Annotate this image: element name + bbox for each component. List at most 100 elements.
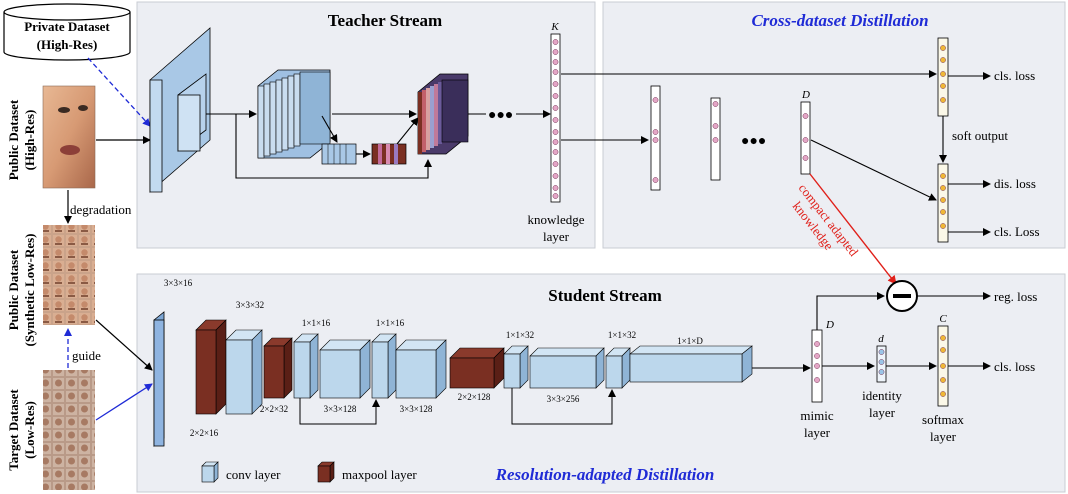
l-1x1xD: 1×1×D (677, 336, 703, 346)
l-2x2x128: 2×2×128 (458, 392, 491, 402)
cls-loss-top: cls. loss (994, 68, 1035, 83)
private-dataset-res: (High-Res) (37, 37, 98, 52)
legend-maxpool (317, 461, 335, 483)
student-conv-6 (395, 339, 447, 399)
softmax-node (940, 97, 946, 103)
student-conv-2 (225, 329, 263, 415)
knowledge-node (552, 139, 559, 145)
l-3x3x128-b: 3×3×128 (400, 404, 433, 414)
knowledge-node (552, 117, 559, 123)
student-conv-1 (153, 311, 165, 447)
l-3x3x256: 3×3×256 (547, 394, 580, 404)
l-1x1x32-a: 1×1×32 (506, 330, 534, 340)
target-to-student-arrow (95, 383, 153, 421)
softmax-label-2: layer (930, 429, 957, 444)
svg-text:Public Dataset: Public Dataset (6, 249, 21, 330)
resolution-title: Resolution-adapted Distillation (495, 465, 715, 484)
reg-loss: reg. loss (994, 289, 1037, 304)
softmax-node (940, 83, 946, 89)
knowledge-layer-nodes (552, 39, 559, 199)
student-pool-2 (263, 337, 293, 399)
mimic-node (814, 377, 820, 383)
l-3x3x32: 3×3×32 (236, 300, 264, 310)
cross-node (652, 137, 659, 143)
knowledge-layer-label1: knowledge (527, 212, 584, 227)
l-2x2x16: 2×2×16 (190, 428, 219, 438)
knowledge-node (552, 161, 559, 167)
l-1x1x16-b: 1×1×16 (376, 318, 405, 328)
student-conv-8 (529, 347, 605, 389)
student-conv-7 (503, 345, 529, 389)
student-conv-3 (293, 333, 319, 399)
cross-node (652, 97, 659, 103)
knowledge-node (552, 69, 559, 75)
private-dataset-label: Private Dataset (24, 19, 110, 34)
cls-loss-student: cls. loss (994, 359, 1035, 374)
guide-label: guide (72, 348, 101, 363)
minus-operator (886, 280, 918, 312)
svg-text:(High-Res): (High-Res) (22, 110, 37, 171)
legend-conv (201, 461, 219, 483)
softmax-node (940, 57, 946, 63)
cross-node (802, 137, 809, 143)
d-to-softmax-arrow (810, 139, 937, 201)
softmax-node (940, 223, 946, 229)
softmax-student-node (940, 377, 946, 383)
public-hr-label: Public Dataset (High-Res) (6, 99, 37, 180)
teacher-panel (136, 1, 596, 249)
target-label: Target Dataset (Low-Res) (6, 389, 37, 471)
mimic-node (814, 341, 820, 347)
student-layer-nodes (814, 335, 946, 397)
l-1x1x16-a: 1×1×16 (302, 318, 331, 328)
teacher-colored-small (371, 143, 407, 165)
svg-text:(Synthetic Low-Res): (Synthetic Low-Res) (22, 233, 37, 346)
cross-node (712, 101, 719, 107)
identity-node (878, 369, 885, 375)
lr-to-student-arrow (95, 319, 153, 371)
softmax-c: C (939, 313, 947, 325)
knowledge-k-label: K (550, 21, 559, 33)
knowledge-node (552, 105, 559, 111)
l-1x1x32-b: 1×1×32 (608, 330, 636, 340)
cls-loss-mid: cls. Loss (994, 224, 1040, 239)
knowledge-node (552, 49, 559, 55)
cross-title: Cross-dataset Distillation (751, 11, 928, 30)
cross-node (652, 129, 659, 135)
softmax-label-1: softmax (922, 412, 964, 427)
teacher-colored-stack (417, 73, 469, 155)
knowledge-node (552, 93, 559, 99)
softmax-nodes (940, 45, 946, 229)
student-conv-4 (319, 339, 371, 399)
teacher-dots: ●●● (488, 108, 513, 123)
mimic-node (814, 353, 820, 359)
teacher-skip-line (235, 114, 432, 179)
cross-dots: ●●● (741, 134, 766, 149)
legend-maxpool-label: maxpool layer (342, 467, 417, 482)
mimic-label-2: layer (804, 425, 831, 440)
softmax-node (940, 197, 946, 203)
student-title: Student Stream (548, 286, 662, 305)
softmax-student-node (940, 391, 946, 397)
cross-node (712, 123, 719, 129)
identity-node (878, 349, 885, 355)
l-3x3x128-a: 3×3×128 (324, 404, 357, 414)
teacher-conv-stack (257, 69, 331, 159)
softmax-student-node (940, 347, 946, 353)
identity-label-1: identity (862, 388, 902, 403)
softmax-bottom (937, 163, 949, 243)
softmax-student-node (940, 335, 946, 341)
knowledge-node (552, 81, 559, 87)
public-hr-image (42, 85, 96, 189)
private-to-teacher-arrow (87, 57, 151, 127)
mimic-d: D (825, 319, 834, 331)
student-conv-5 (371, 333, 397, 399)
student-pool-1 (195, 319, 227, 415)
legend-conv-label: conv layer (226, 467, 281, 482)
private-dataset-cylinder: Private Dataset (High-Res) (3, 3, 131, 61)
dis-loss: dis. loss (994, 176, 1036, 191)
cross-node (802, 155, 809, 161)
compact-knowledge-arrow (809, 173, 897, 285)
identity-d: d (878, 333, 884, 345)
softmax-node (940, 173, 946, 179)
